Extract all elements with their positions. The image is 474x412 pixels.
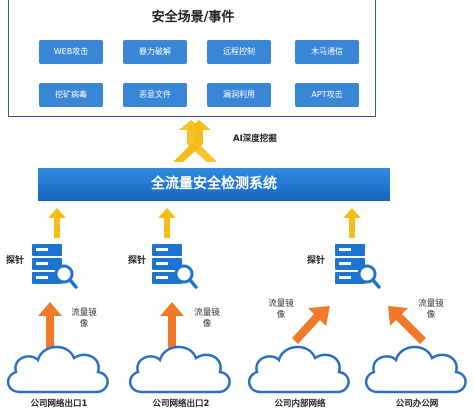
probe-label-1: 探针 <box>6 256 25 266</box>
mirror-label-line2: 像 <box>276 310 286 320</box>
events-title: 安全场景/事件 <box>151 10 235 25</box>
cloud-icon <box>248 345 350 394</box>
probe-label-3: 探针 <box>307 256 326 266</box>
main-detection-system-bar: 全流量安全检测系统 <box>38 168 390 201</box>
mirror-label-line1: 流量镜 <box>71 308 97 318</box>
cloud-icon <box>365 345 467 394</box>
tag-malicious-file: 恶意文件 <box>123 83 187 107</box>
up-arrow-icon <box>343 208 361 238</box>
up-arrow-icon <box>48 208 66 238</box>
ai-deep-mining-label: AI深度挖掘 <box>233 134 277 144</box>
tag-apt-attack: APT攻击 <box>295 83 359 107</box>
mirror-label-line2: 像 <box>79 319 89 329</box>
tag-brute-force: 暴力破解 <box>123 40 187 64</box>
orange-up-arrow-icon <box>38 302 62 348</box>
mirror-label-line2: 像 <box>202 319 212 329</box>
cloud-icon <box>129 345 231 394</box>
traffic-mirror-label-1: 流量镜 像 <box>66 308 102 330</box>
tag-web-attack: WEB攻击 <box>39 40 103 64</box>
tag-remote-control: 远程控制 <box>207 40 271 64</box>
tag-vuln-exploit: 漏洞利用 <box>207 83 271 107</box>
probe-label-2: 探针 <box>128 256 147 266</box>
security-events-panel: 安全场景/事件 WEB攻击 暴力破解 远程控制 木马通信 挖矿病毒 恶意文件 漏… <box>8 0 376 117</box>
tag-trojan-comm: 木马通信 <box>295 40 359 64</box>
mirror-label-line2: 像 <box>426 310 436 320</box>
mirror-label-line1: 流量镜 <box>268 299 294 309</box>
tag-mining-virus: 挖矿病毒 <box>39 83 103 107</box>
traffic-mirror-label-3: 流量镜 像 <box>263 299 299 321</box>
traffic-mirror-label-4: 流量镜 像 <box>413 299 449 321</box>
orange-diagonal-arrow-icon <box>292 306 330 344</box>
server-probe-icon <box>152 244 198 289</box>
up-arrow-icon <box>158 208 176 238</box>
orange-diagonal-arrow-icon <box>388 306 426 344</box>
mirror-label-line1: 流量镜 <box>418 299 444 309</box>
mirror-label-line1: 流量镜 <box>194 308 220 318</box>
network-label-office: 公司办公网 <box>395 399 439 409</box>
server-probe-icon <box>335 244 381 289</box>
cloud-icon <box>7 345 109 394</box>
network-label-internal: 公司内部网络 <box>274 399 326 409</box>
network-label-exit1: 公司网络出口1 <box>30 399 88 409</box>
orange-up-arrow-icon <box>160 302 184 348</box>
server-probe-icon <box>32 244 78 289</box>
traffic-mirror-label-2: 流量镜 像 <box>189 308 225 330</box>
network-label-exit2: 公司网络出口2 <box>152 399 210 409</box>
ai-exchange-arrows-icon <box>173 120 217 162</box>
